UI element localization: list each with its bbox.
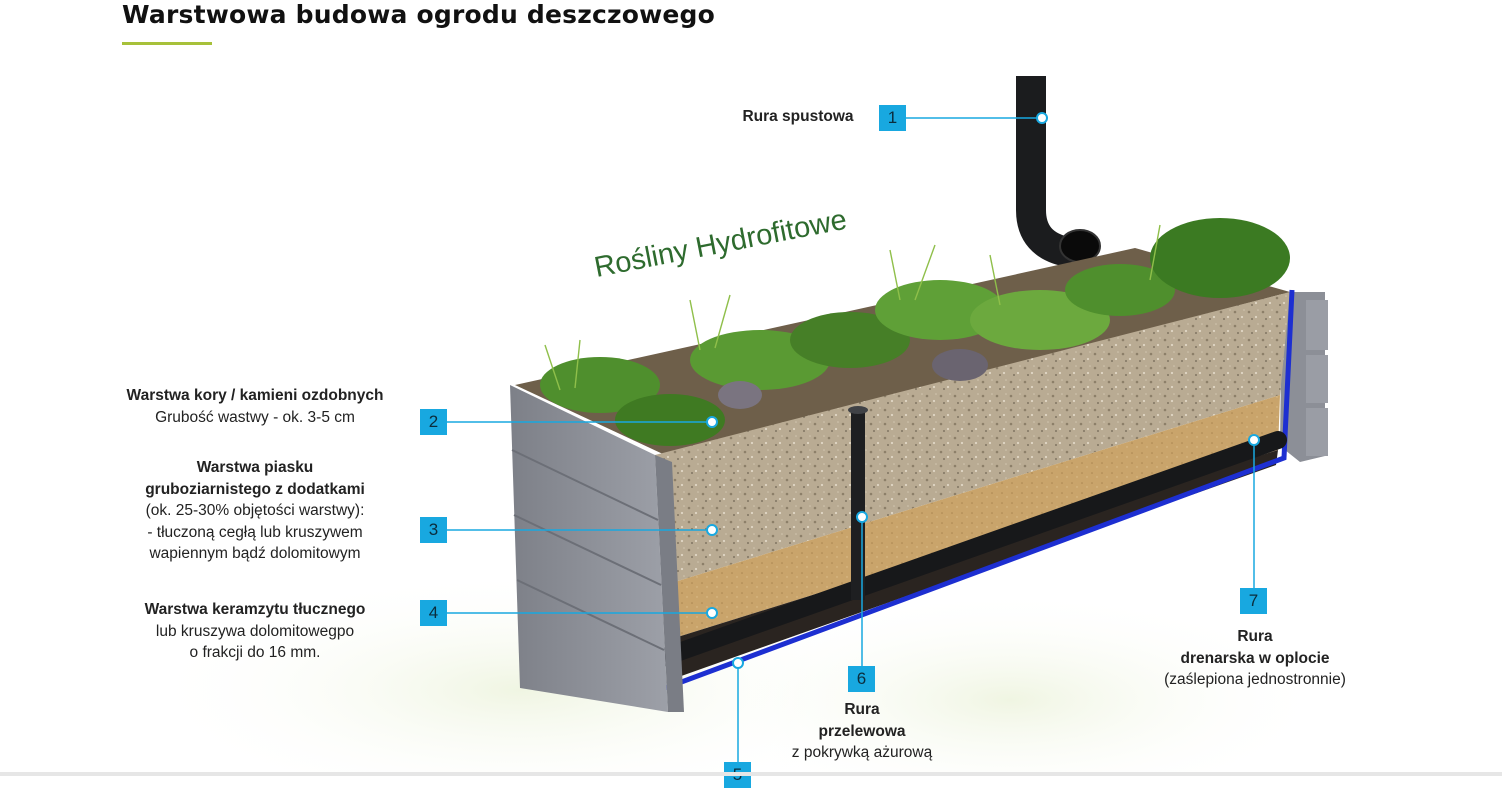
label-2-line: Grubość wastwy - ok. 3-5 cm [155,408,355,426]
drain-bed [668,450,1278,680]
badge-6: 6 [848,666,875,692]
drainage-pipe [619,431,1287,679]
label-4-line: o frakcji do 16 mm. [189,644,321,661]
label-3-line: wapiennym bądź dolomitowym [149,545,361,562]
gravel-sand-layer [655,292,1290,585]
badge-2: 2 [420,409,447,435]
overflow-pipe-cap [848,406,868,414]
badge-7: 7 [1240,588,1267,614]
badge-3: 3 [420,517,447,543]
label-7-title: drenarska w oplocie [1180,649,1330,667]
badge-4: 4 [420,600,447,626]
label-7-title: Rura [1237,628,1273,645]
page-title: Warstwowa budowa ogrodu deszczowego [122,0,716,29]
label-2-title: Warstwa kory / kamieni ozdobnych [126,387,384,404]
label-4-title: Warstwa keramzytu tłucznego [144,601,366,618]
label-1: Rura spustowa [700,106,896,128]
label-3-line: - tłuczoną cegłą lub kruszywem [147,523,363,541]
label-3-line: (ok. 25-30% objętości warstwy): [145,502,365,519]
title-underline [122,42,212,45]
label-3-title: Warstwa piasku [196,459,314,476]
label-4: Warstwa keramzytu tłucznego lub kruszywa… [100,599,410,664]
box-end-right-planks [1306,300,1328,456]
label-3-title: gruboziarnistego z dodatkami [145,480,365,498]
label-7: Rura drenarska w oplocie (zaślepiona jed… [1130,626,1380,691]
label-6-title: przelewowa [818,722,906,740]
label-6-line: z pokrywką ażurową [791,744,933,761]
leader-dots [706,112,1260,669]
label-3: Warstwa piasku gruboziarnistego z dodatk… [100,457,410,565]
keramzyt-layer [665,395,1280,640]
page-bottom-edge [0,772,1502,776]
plants [540,218,1290,446]
badge-1: 1 [879,105,906,131]
label-7-line: (zaślepiona jednostronnie) [1164,671,1346,688]
box-front-wall [510,385,668,712]
background-shade [690,590,1330,776]
box-front-edge [655,455,684,712]
overflow-pipe [851,410,865,600]
label-6: Rura przelewowa z pokrywką ażurową [760,699,964,764]
label-4-line: lub kruszywa dolomitowegpo [155,622,355,640]
label-2: Warstwa kory / kamieni ozdobnych Grubość… [100,385,410,428]
label-1-title: Rura spustowa [742,108,854,125]
box-wall-seams [511,449,665,651]
leader-lines [447,117,1255,766]
label-6-title: Rura [844,701,880,718]
